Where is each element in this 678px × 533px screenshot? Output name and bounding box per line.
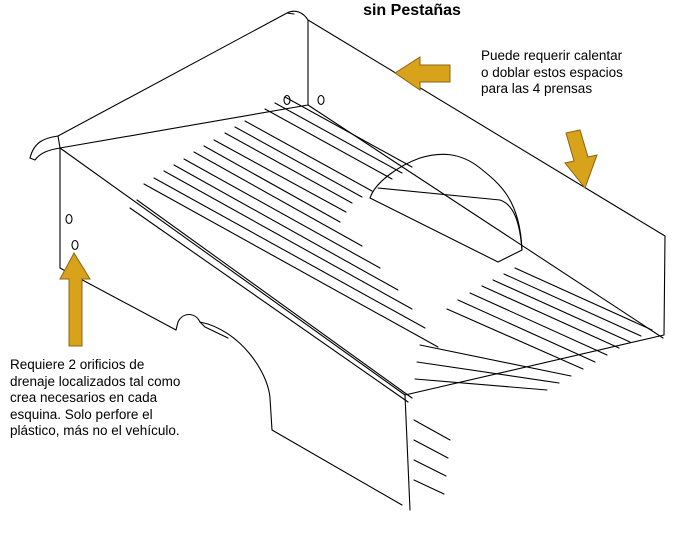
left-wheel-well	[199, 321, 403, 506]
front-wall-outline	[29, 10, 309, 161]
clamp-note-line: Puede requerir calentar	[481, 48, 623, 63]
left-wall-outline	[59, 147, 229, 339]
hole-front-right	[317, 94, 325, 106]
drain-note-line: plástico, más no el vehículo.	[10, 423, 180, 438]
drain-note-line: Requiere 2 orificios de	[10, 357, 145, 372]
arrow-down-pointing-icon	[564, 129, 598, 190]
diagram-title: sin Pestañas	[363, 2, 461, 19]
clamp-space-note: Puede requerir calentar o doblar estos e…	[481, 48, 623, 98]
wheel-hump	[369, 153, 523, 263]
clamp-note-line: para las 4 prensas	[481, 81, 593, 96]
hole-front-left	[283, 94, 291, 106]
floor-front-edge	[307, 104, 664, 339]
arrow-left-pointing-icon	[394, 56, 451, 91]
right-wall-rim	[307, 19, 666, 336]
floor-rear-edge	[404, 334, 665, 396]
arrow-up-pointing-icon	[59, 251, 91, 347]
drain-note-line: esquina. Solo perfore el	[10, 406, 153, 422]
drain-hole	[71, 239, 79, 251]
drain-note-line: crea necesarios en cada	[10, 390, 158, 405]
wheel-hump-top	[377, 187, 523, 251]
floor-left-edge	[129, 199, 413, 403]
floor-ribs	[143, 96, 653, 495]
front-wall-lip	[57, 12, 295, 149]
drain-hole-note: Requiere 2 orificios de drenaje localiza…	[10, 357, 180, 440]
left-wall-rim	[59, 147, 411, 511]
clamp-note-line: o doblar estos espacios	[481, 64, 623, 80]
hole-side-upper	[65, 213, 73, 225]
drain-note-line: drenaje localizados tal como	[10, 373, 181, 389]
